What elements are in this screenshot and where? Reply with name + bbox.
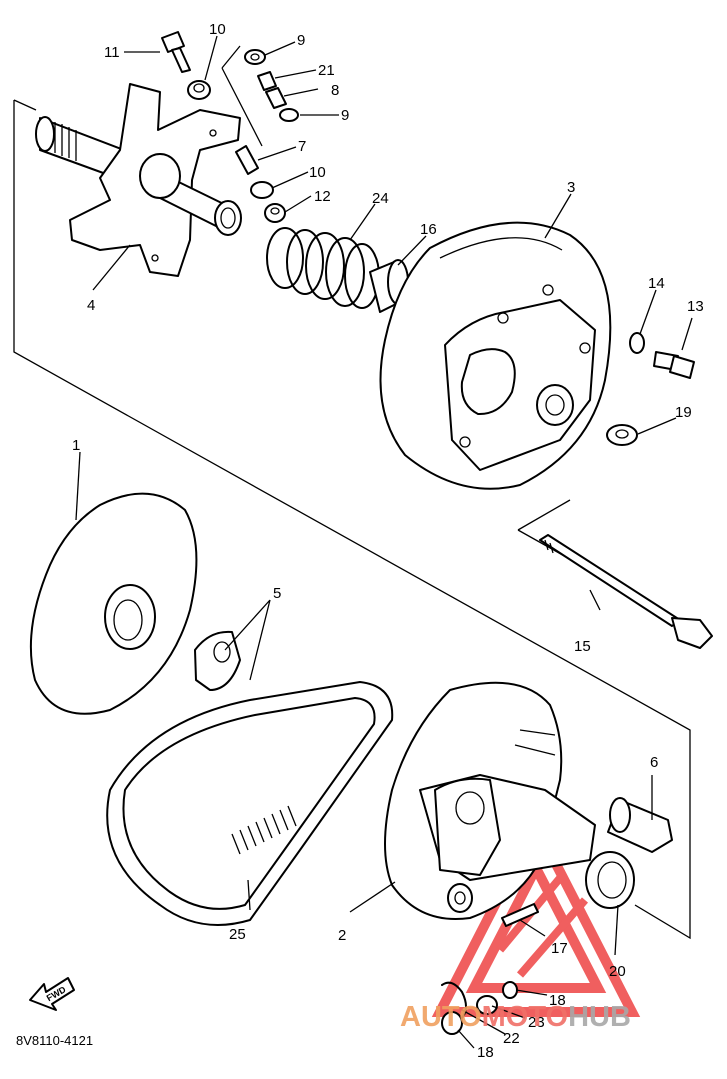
callout-7: 7	[298, 138, 306, 155]
callout-24: 24	[372, 190, 389, 207]
part-9-washer-upper	[244, 49, 266, 65]
callout-16: 16	[420, 221, 437, 238]
watermark-text: AUTOMOTOHUB	[400, 1001, 631, 1033]
callout-9-upper: 9	[297, 32, 305, 49]
callout-3: 3	[567, 179, 575, 196]
part-1-sheave-disc	[29, 492, 198, 715]
fwd-arrow: FWD	[29, 977, 75, 1011]
callout-11: 11	[104, 44, 120, 61]
watermark-text-mid: MOTO	[482, 1001, 568, 1033]
part-19-washer	[606, 424, 638, 446]
part-3-cover	[379, 221, 612, 490]
callout-14: 14	[648, 275, 665, 292]
svg-text:AUTOMOTOHUB: AUTOMOTOHUB	[400, 1001, 631, 1033]
callout-2: 2	[338, 927, 346, 944]
part-16-spacer	[369, 259, 409, 313]
leader-lines	[75, 35, 693, 1049]
callout-10-upper: 10	[209, 21, 226, 38]
callout-labels: 11 10 9 21 8 9 7 10 12 24 16 3 14 13 19 …	[72, 21, 704, 1061]
part-20-bushing	[585, 851, 635, 909]
watermark-text-right: HUB	[568, 1001, 631, 1033]
callout-22: 22	[503, 1030, 520, 1047]
part-4-spider-shaft	[35, 83, 242, 277]
diagram-code: 8V8110-4121	[16, 1033, 93, 1048]
callout-23: 23	[528, 1014, 545, 1031]
callout-8: 8	[331, 82, 339, 99]
part-18-ring-b	[441, 1011, 463, 1035]
callout-19: 19	[675, 404, 692, 421]
part-15-long-bolt	[539, 534, 713, 649]
callout-5: 5	[273, 585, 281, 602]
part-14-washer	[629, 332, 645, 354]
callout-20: 20	[609, 963, 626, 980]
callout-18-upper: 18	[549, 992, 566, 1009]
callout-18-lower: 18	[477, 1044, 494, 1061]
part-2-movable-sheave	[384, 681, 596, 920]
part-10-nut-upper	[187, 80, 211, 100]
callout-17: 17	[551, 940, 568, 957]
part-24-spring	[266, 227, 380, 309]
part-13-bolt	[653, 351, 695, 379]
part-12-nut	[264, 203, 286, 223]
callout-1: 1	[72, 437, 80, 454]
part-21-collar	[257, 71, 277, 91]
part-9-washer-lower	[279, 108, 299, 122]
part-17-pin	[501, 903, 539, 927]
part-7-pin	[235, 145, 259, 175]
sub-assembly-bracket	[221, 45, 263, 147]
callout-6: 6	[650, 754, 658, 771]
callout-4: 4	[87, 297, 95, 314]
part-18-ring-a	[502, 981, 518, 999]
part-11-bolt	[161, 31, 191, 73]
part-6-collar	[607, 797, 673, 853]
callout-9-lower: 9	[341, 107, 349, 124]
part-10-nut-lower	[250, 181, 274, 199]
watermark-triangle	[431, 814, 641, 1017]
callout-12: 12	[314, 188, 331, 205]
part-25-drive-belt	[106, 681, 394, 926]
callout-13: 13	[687, 298, 704, 315]
callout-15: 15	[574, 638, 591, 655]
part-23-roller	[476, 995, 498, 1015]
callout-10-lower: 10	[309, 164, 326, 181]
part-8-pin	[265, 87, 287, 109]
callout-25: 25	[229, 926, 246, 943]
watermark-text-left: AUTO	[400, 1001, 482, 1033]
callout-21: 21	[318, 62, 335, 79]
